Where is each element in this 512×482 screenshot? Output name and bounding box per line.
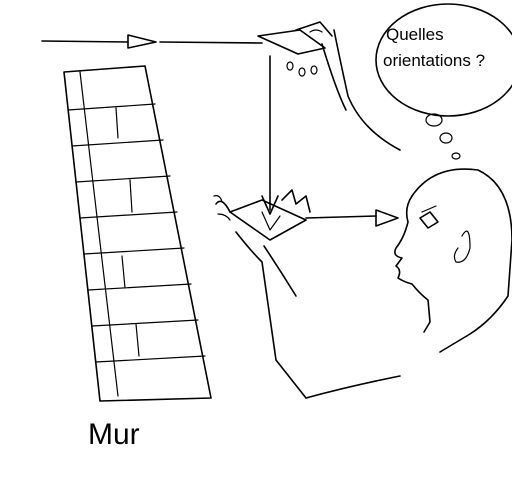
lower-hand bbox=[213, 189, 311, 399]
top-hand bbox=[257, 21, 401, 151]
vertical-arrow bbox=[261, 55, 279, 215]
wall bbox=[63, 65, 212, 402]
thought-text-line1: Quelles bbox=[386, 25, 444, 44]
thought-text-line2: orientations ? bbox=[383, 51, 485, 70]
wall-label: Mur bbox=[88, 418, 140, 451]
observer-head bbox=[305, 168, 512, 399]
incoming-ray bbox=[41, 34, 263, 49]
thought-bubble bbox=[375, 3, 512, 160]
observation-arrow bbox=[305, 209, 399, 227]
